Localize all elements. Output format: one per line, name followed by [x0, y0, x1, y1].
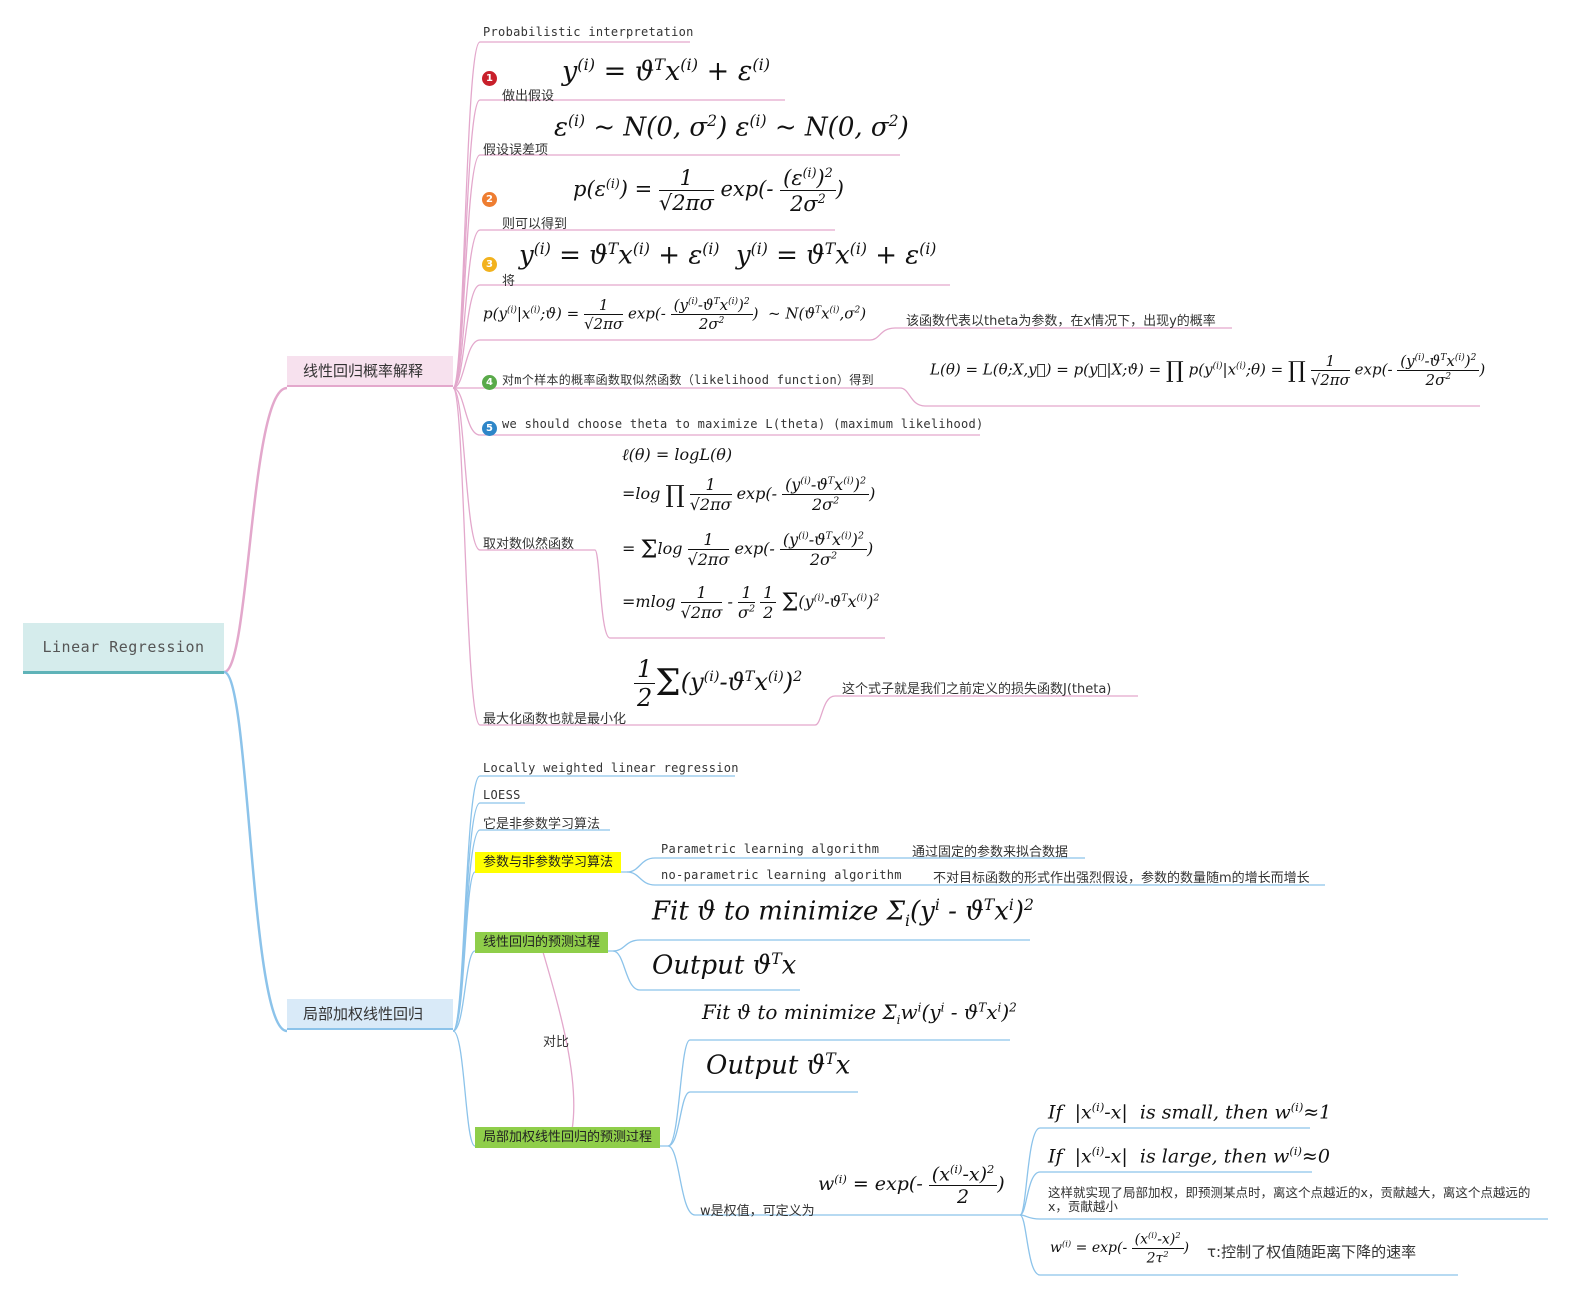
formula-lr-output: Output ϑTx	[652, 950, 797, 981]
formula-model-substitute: y(i) = ϑTx(i) + ε(i) y(i) = ϑTx(i) + ε(i…	[519, 240, 937, 271]
parametric-label[interactable]: Parametric learning algorithm	[661, 842, 880, 856]
formula-likelihood: L(θ) = L(θ;X,y⃗) = p(y⃗|X;ϑ) = ∏ p(y(i)|…	[930, 352, 1486, 389]
minimize-label[interactable]: 最大化函数也就是最小化	[483, 712, 627, 727]
step-3-badge: 3	[482, 252, 497, 272]
number-1-icon: 1	[482, 71, 497, 86]
topic-probabilistic-interpretation[interactable]: 线性回归概率解释	[287, 356, 453, 387]
step-4-badge: 4	[482, 370, 497, 390]
nonparametric-note[interactable]: 它是非参数学习算法	[483, 817, 601, 832]
number-2-icon: 2	[482, 192, 497, 207]
formula-weight-small: If |x(i)-x| is small, then w(i)≈1	[1048, 1100, 1332, 1124]
substitute-label[interactable]: 将	[502, 274, 516, 289]
topic-locally-weighted[interactable]: 局部加权线性回归	[287, 999, 453, 1030]
then-get-label[interactable]: 则可以得到	[502, 217, 568, 232]
nonparametric-label[interactable]: no-parametric learning algorithm	[661, 868, 902, 882]
formula-lwr-fit: Fit ϑ to minimize Σiwi(yi - ϑTxi)2	[702, 1000, 1017, 1027]
lwr-name[interactable]: Locally weighted linear regression	[483, 761, 739, 775]
compare-label[interactable]: 对比	[543, 1035, 570, 1050]
number-3-icon: 3	[482, 257, 497, 272]
lwr-prediction-label: 局部加权线性回归的预测过程	[475, 1127, 661, 1148]
number-4-icon: 4	[482, 375, 497, 390]
error-assumption-label[interactable]: 假设误差项	[483, 143, 549, 158]
param-vs-nonparam[interactable]: 参数与非参数学习算法	[475, 851, 622, 873]
number-5-icon: 5	[482, 421, 497, 436]
formula-weight-large: If |x(i)-x| is large, then w(i)≈0	[1048, 1144, 1330, 1168]
loess-label[interactable]: LOESS	[483, 788, 521, 802]
parametric-desc[interactable]: 通过固定的参数来拟合数据	[912, 845, 1069, 860]
tau-note[interactable]: τ:控制了权值随距离下降的速率	[1207, 1243, 1417, 1261]
formula-lr-fit: Fit ϑ to minimize Σi(yi - ϑTxi)2	[652, 896, 1034, 930]
step-5-badge: 5	[482, 416, 497, 436]
loss-function-note[interactable]: 这个式子就是我们之前定义的损失函数J(theta)	[842, 682, 1112, 697]
formula-error-distribution: ε(i) ~ N(0, σ2) ε(i) ~ N(0, σ2)	[554, 112, 909, 143]
weight-label[interactable]: w是权值，可定义为	[700, 1204, 815, 1219]
step-2-badge: 2	[482, 187, 497, 207]
step-1-badge: 1	[482, 66, 497, 86]
local-weighting-note[interactable]: 这样就实现了局部加权，即预测某点时，离这个点越近的x，贡献越大，离这个点越远的x…	[1048, 1185, 1531, 1214]
probabilistic-heading[interactable]: Probabilistic interpretation	[483, 25, 694, 39]
maximize-label[interactable]: we should choose theta to maximize L(the…	[502, 417, 984, 431]
lr-prediction-label: 线性回归的预测过程	[475, 932, 609, 953]
likelihood-label[interactable]: 对m个样本的概率函数取似然函数（likelihood function）得到	[502, 373, 874, 387]
nonparametric-desc[interactable]: 不对目标函数的形式作出强烈假设，参数的数量随m的增长而增长	[933, 871, 1310, 886]
formula-conditional-probability: p(y(i)|x(i);ϑ) = 1√2πσ exp(- (y(i)-ϑTx(i…	[483, 296, 867, 333]
lwr-prediction-process[interactable]: 局部加权线性回归的预测过程	[475, 1126, 661, 1148]
log-likelihood-label[interactable]: 取对数似然函数	[483, 537, 575, 552]
root-topic[interactable]: Linear Regression	[23, 623, 224, 674]
assumption-label[interactable]: 做出假设	[502, 89, 555, 104]
formula-model: y(i) = ϑTx(i) + ε(i)	[562, 55, 771, 87]
formula-log-likelihood-line1: ℓ(θ) = logL(θ)	[622, 445, 733, 464]
probability-note[interactable]: 该函数代表以theta为参数，在x情况下，出现y的概率	[906, 314, 1216, 329]
param-vs-nonparam-label: 参数与非参数学习算法	[475, 852, 622, 873]
lr-prediction-process[interactable]: 线性回归的预测过程	[475, 931, 609, 953]
formula-lwr-output: Output ϑTx	[706, 1050, 851, 1081]
